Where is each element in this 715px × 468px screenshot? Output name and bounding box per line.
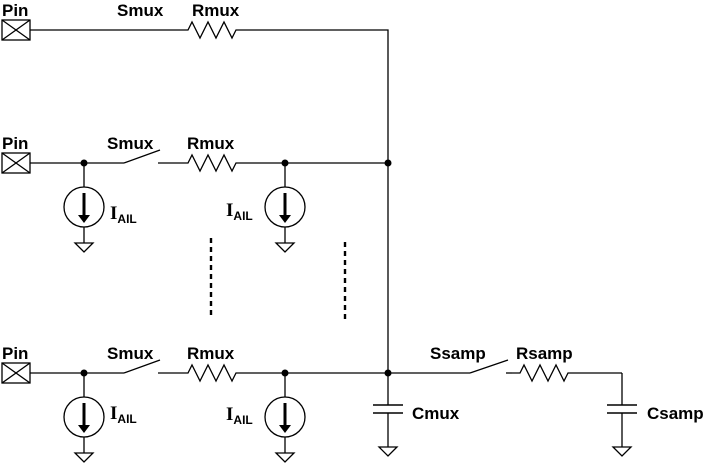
smux-label-n: Smux [107, 344, 154, 363]
leakage-label-2b: IAIL [226, 200, 253, 223]
pin-label-n: Pin [2, 344, 28, 363]
leakage-source-nb [263, 371, 307, 464]
channel-2: Pin Smux Rmux IAIL IAIL [1, 134, 392, 254]
rmux-label-n: Rmux [187, 344, 235, 363]
channel-1: Pin Smux Rmux [1, 1, 389, 163]
leakage-source-2a [62, 161, 106, 254]
rmux-label-2: Rmux [187, 134, 235, 153]
cmux-capacitor [372, 372, 404, 457]
pin-terminal-2 [1, 152, 31, 174]
smux-label-2: Smux [107, 134, 154, 153]
leakage-source-2b [263, 161, 307, 254]
leakage-label-nb: IAIL [226, 404, 253, 427]
ssamp-label: Ssamp [430, 344, 486, 363]
rmux-resistor-n [179, 364, 245, 382]
pin-terminal-1 [1, 19, 31, 41]
smux-switch-n [123, 359, 161, 374]
rmux-resistor-1 [179, 21, 245, 39]
pin-label-1: Pin [2, 1, 28, 20]
leakage-source-na [62, 371, 106, 464]
wire-1b [244, 29, 389, 163]
pin-terminal-n [1, 362, 31, 384]
rsamp-label: Rsamp [516, 344, 573, 363]
smux-label-1: Smux [117, 1, 164, 20]
csamp-capacitor [606, 372, 638, 457]
pin-label-2: Pin [2, 134, 28, 153]
csamp-label: Csamp [647, 404, 704, 423]
channel-n: Pin Smux Rmux IAIL IAIL Cmux Ssamp Rsamp… [1, 344, 704, 464]
rsamp-resistor [511, 364, 577, 382]
rmux-resistor-2 [179, 154, 245, 172]
ssamp-switch [469, 359, 509, 374]
rmux-label-1: Rmux [192, 1, 240, 20]
leakage-label-na: IAIL [110, 403, 137, 426]
cmux-label: Cmux [412, 404, 460, 423]
smux-switch-2 [123, 149, 161, 164]
leakage-label-2a: IAIL [110, 203, 137, 226]
